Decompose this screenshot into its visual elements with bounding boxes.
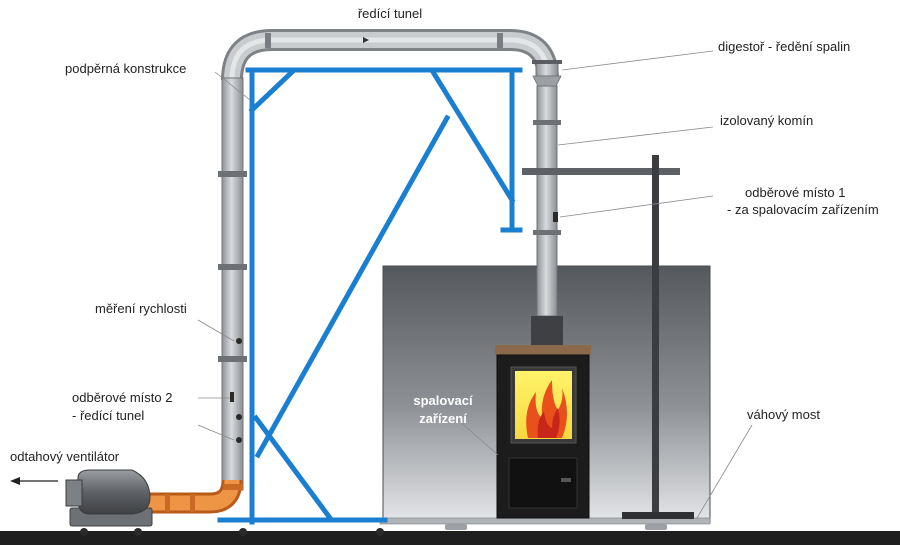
label-insulated-chimney: izolovaný komín (720, 113, 813, 128)
label-dilution-tunnel: ředící tunel (358, 6, 422, 21)
hood (532, 60, 562, 87)
dilution-tunnel-pipe (221, 29, 559, 81)
insulated-chimney (531, 85, 563, 346)
label-support-structure: podpěrná konstrukce (65, 61, 186, 76)
label-sampling-point-2: odběrové místo 2 (72, 390, 172, 405)
label-sampling-point-1-sub: - za spalovacím zařízením (727, 202, 879, 217)
floor (0, 531, 900, 545)
exhaust-fan (65, 469, 153, 536)
label-sampling-point-1: odběrové místo 1 (745, 185, 845, 200)
label-combustion-device-sub: zařízení (419, 411, 467, 426)
left-vertical-pipe (218, 77, 247, 491)
label-weighing-bridge: váhový most (747, 407, 820, 422)
label-exhaust-fan: odtahový ventilátor (10, 449, 120, 464)
weighing-mast (522, 155, 694, 519)
label-hood: digestoř - ředění spalin (718, 39, 850, 54)
support-frame (217, 67, 523, 536)
arrow-left-icon (10, 477, 58, 485)
leader-lines (197, 50, 753, 519)
fan-connection-pipe (145, 479, 243, 514)
label-sampling-point-2-sub: - ředící tunel (72, 408, 144, 423)
label-combustion-device: spalovací (413, 393, 473, 408)
combustion-device (495, 345, 591, 519)
weighing-bridge-platform (379, 517, 711, 530)
label-velocity-measurement: měření rychlosti (95, 301, 187, 316)
